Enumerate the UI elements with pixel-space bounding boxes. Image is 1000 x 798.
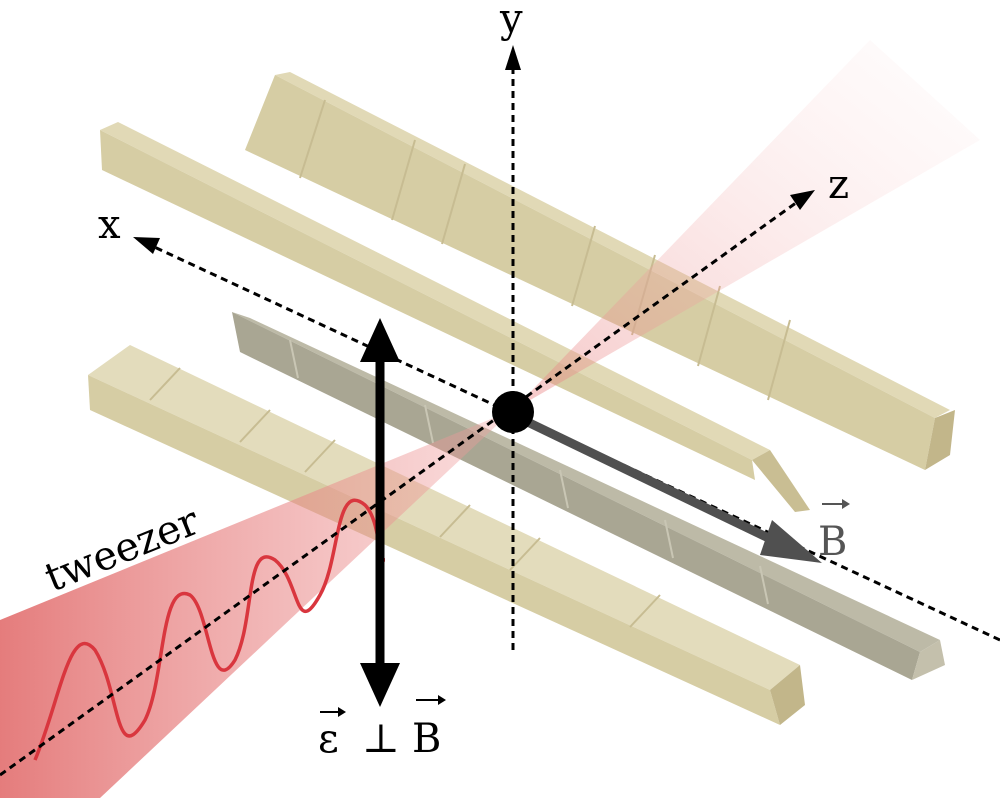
- axis-z-label: z: [828, 162, 849, 208]
- axis-z: [0, 190, 815, 777]
- polarization-arrow: [360, 318, 400, 707]
- trapped-particle: [492, 391, 534, 433]
- axis-x-label: x: [98, 202, 121, 248]
- electrode-back-right: [245, 72, 955, 470]
- electrode-front: [88, 345, 805, 725]
- light-wave: [33, 498, 386, 761]
- electrode-back-left: [100, 122, 810, 512]
- axis-y: [505, 45, 521, 650]
- tweezer-beam: [0, 40, 980, 798]
- polarization-label: ε ⊥ B: [318, 695, 446, 762]
- axis-y-label: y: [499, 0, 523, 42]
- polarization-perp: ⊥: [362, 716, 400, 762]
- field-label: B: [818, 499, 850, 565]
- field-label-text: B: [818, 519, 847, 565]
- electrode-middle: [232, 312, 945, 680]
- field-arrow: [511, 410, 822, 563]
- polarization-eps: ε: [318, 716, 339, 762]
- polarization-b: B: [412, 716, 441, 762]
